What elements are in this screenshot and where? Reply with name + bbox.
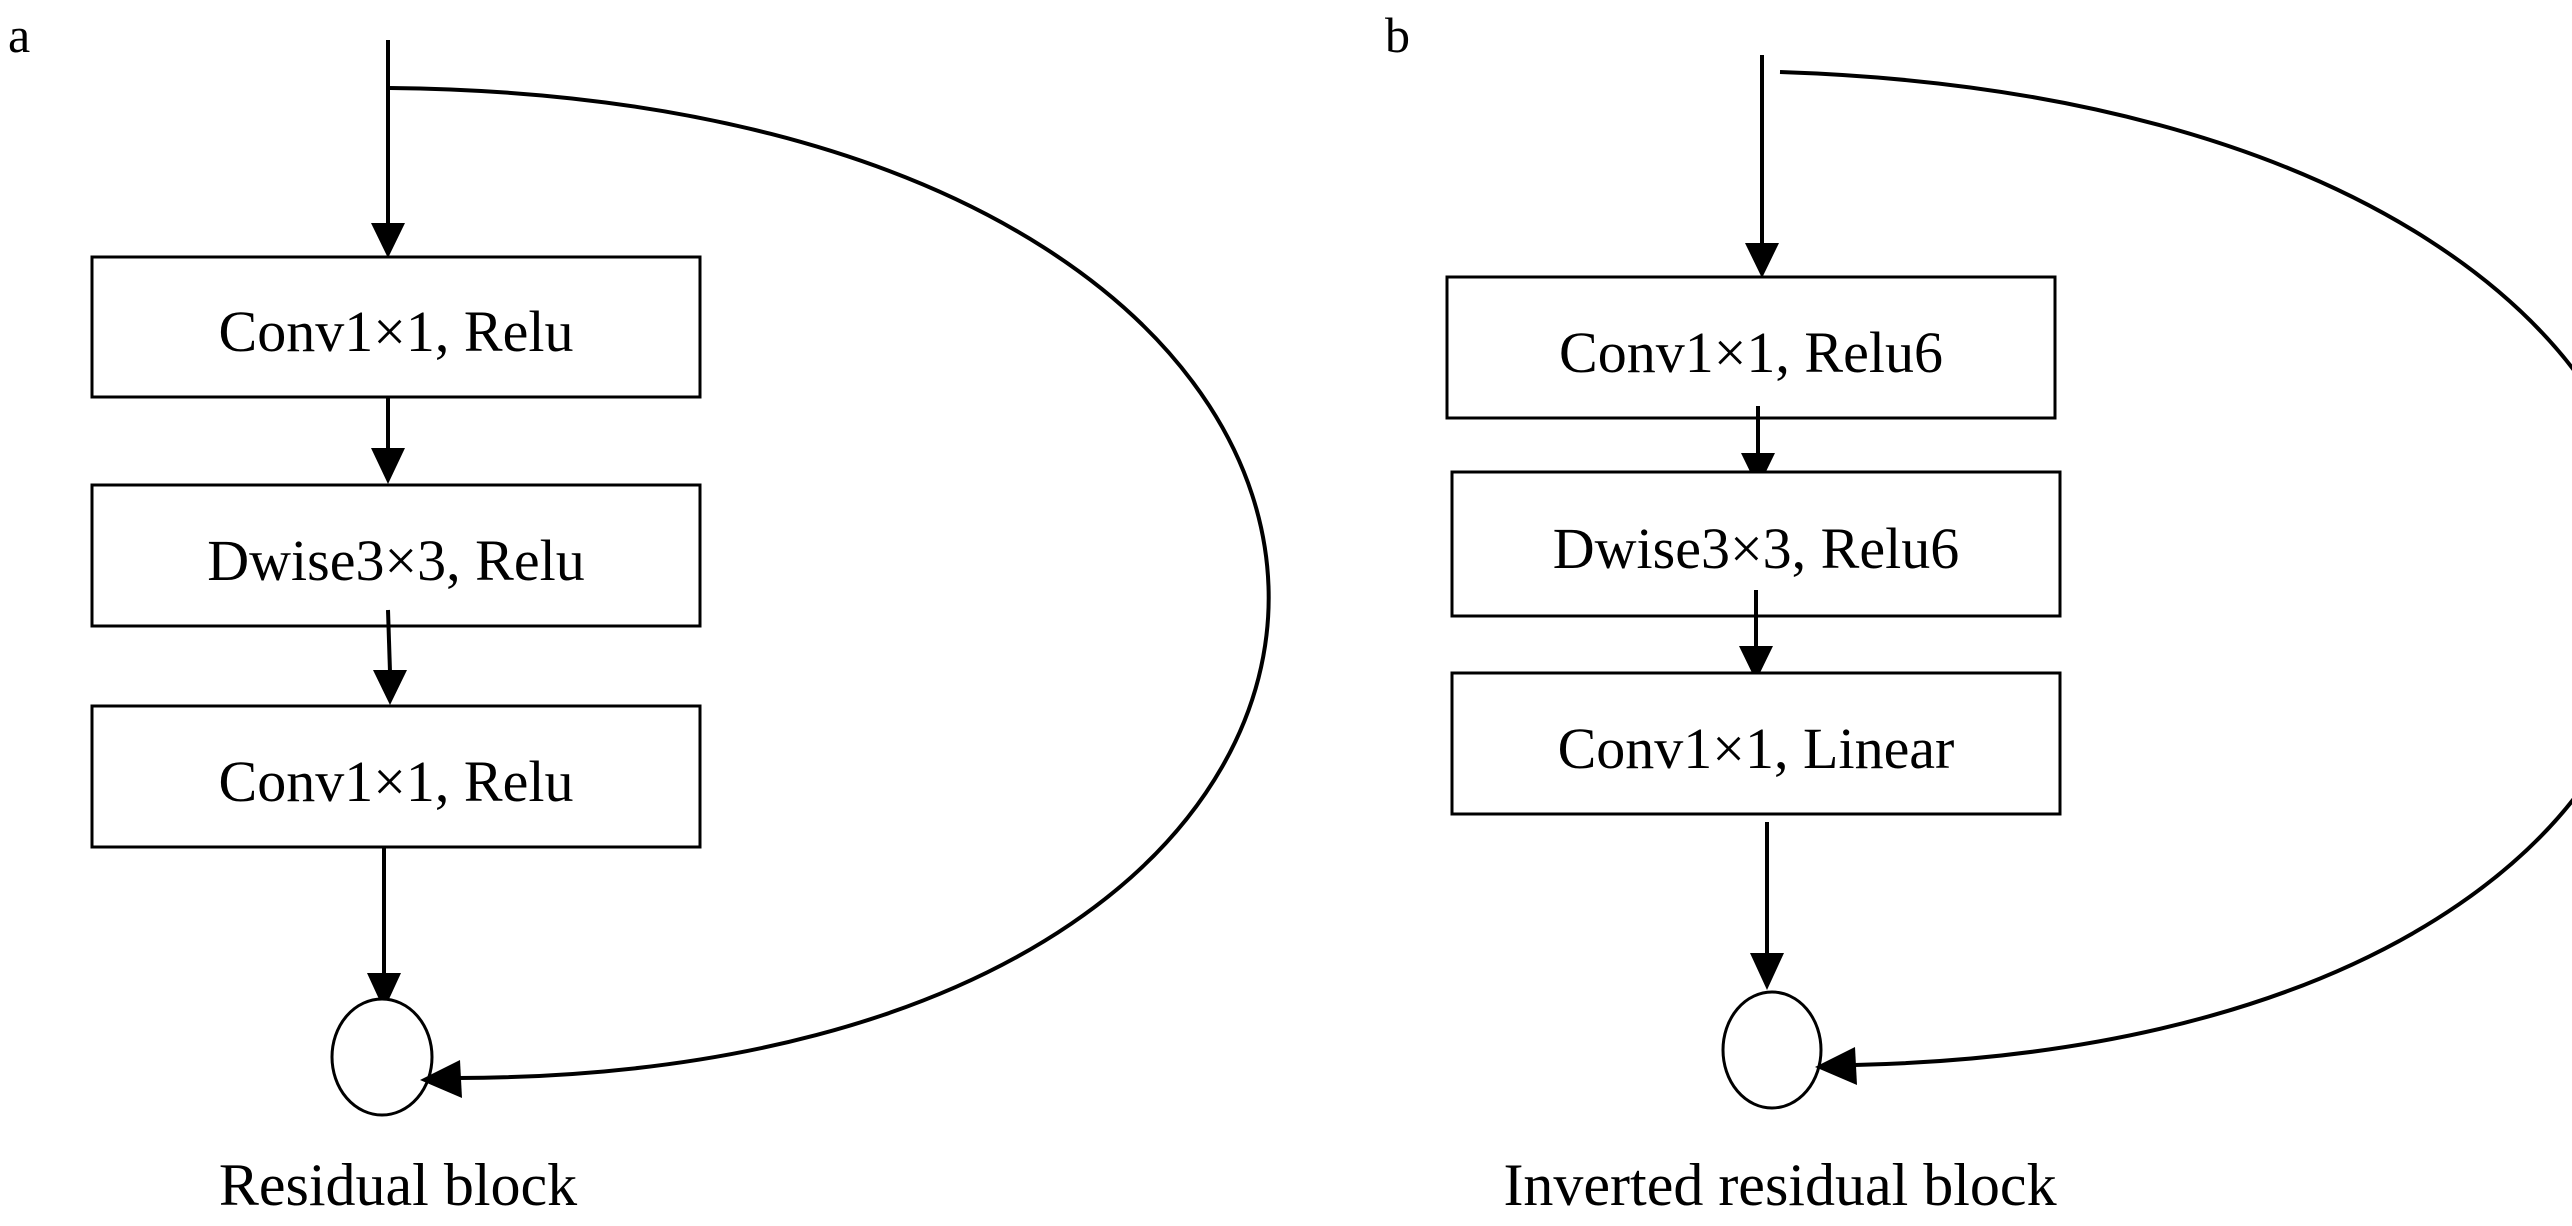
panel-b-block-1: Conv1×1, Relu6 [1445,275,2057,420]
panel-b-arrowhead-1 [1745,243,1779,278]
panel-a-block-3: Conv1×1, Relu [90,704,702,849]
panel-a-arrowhead-1 [371,223,405,258]
panel-a-arrowhead-4 [367,973,401,1010]
panel-a-block-1-label: Conv1×1, Relu [219,299,574,364]
panel-b-block-3: Conv1×1, Linear [1450,671,2062,816]
panel-b-add-node [1721,990,1823,1110]
panel-a-arrowhead-3 [373,670,407,705]
panel-a-letter: a [8,7,30,63]
panel-b-block-1-label: Conv1×1, Relu6 [1559,320,1943,385]
panel-a-block-2: Dwise3×3, Relu [90,483,702,628]
panel-b: b Conv1×1, Relu6 Dwise3×3, Relu6 Conv1×1… [1385,7,2572,1218]
panel-a-arrowhead-2 [371,448,405,484]
panel-b-letter: b [1385,7,1410,63]
panel-a-caption: Residual block [219,1152,577,1218]
panel-b-skip-arrowhead [1815,1047,1857,1085]
panel-b-arrowhead-3 [1739,646,1773,681]
panel-a-block-3-label: Conv1×1, Relu [219,749,574,814]
panel-b-skip-connection [1779,70,2572,1067]
panel-a-skip-arrowhead [420,1060,462,1098]
panel-a-connector-2 [386,609,392,673]
panel-a-block-2-label: Dwise3×3, Relu [207,528,584,593]
panel-a-block-1: Conv1×1, Relu [90,255,702,399]
panel-b-block-3-label: Conv1×1, Linear [1558,716,1955,781]
panel-a-add-node [330,997,434,1117]
panel-a-skip-connection [389,86,1271,1080]
panel-a: a Conv1×1, Relu Dwise3×3, Relu Conv1×1, … [8,7,1271,1218]
panel-b-caption: Inverted residual block [1503,1152,2056,1218]
panel-b-arrowhead-4 [1750,953,1784,990]
panel-b-block-2-label: Dwise3×3, Relu6 [1553,516,1959,581]
